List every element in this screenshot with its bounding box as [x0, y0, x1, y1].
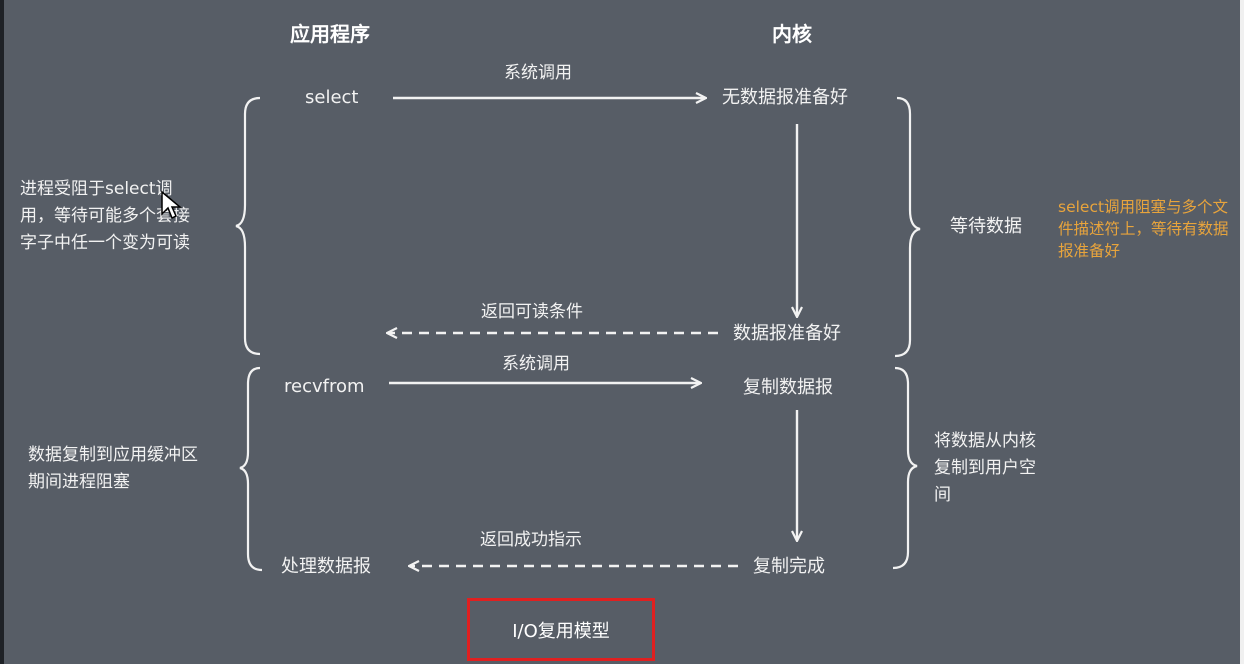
wait-data-note: 等待数据: [950, 216, 1022, 237]
process-datagram-label: 处理数据报: [281, 556, 371, 577]
left-edge: [0, 0, 4, 664]
model-title: I/O复用模型: [512, 620, 610, 642]
process-blocked-note: 进程受阻于select调用，等待可能多个套接字子中任一个变为可读: [20, 179, 190, 253]
mouse-cursor-icon: [161, 190, 182, 220]
syscall-label-2: 系统调用: [502, 354, 570, 374]
syscall-label-1: 系统调用: [504, 63, 572, 83]
copy-to-user-note: 将数据从内核复制到用户空间: [934, 431, 1036, 505]
recvfrom-label: recvfrom: [284, 376, 365, 397]
kernel-header: 内核: [772, 22, 812, 46]
copy-complete-label: 复制完成: [753, 556, 825, 577]
application-header: 应用程序: [290, 22, 370, 46]
left-brace-copy: [239, 366, 263, 572]
return-readable-label: 返回可读条件: [481, 302, 583, 322]
left-brace-wait: [235, 96, 261, 356]
return-success-label: 返回成功指示: [480, 530, 582, 550]
copy-datagram-label: 复制数据报: [743, 377, 833, 398]
datagram-ready-label: 数据报准备好: [733, 323, 841, 344]
right-brace-wait: [894, 96, 921, 358]
select-blocked-note: select调用阻塞与多个文件描述符上，等待有数据报准备好: [1058, 198, 1229, 260]
right-brace-copy: [892, 366, 918, 570]
copy-blocked-note: 数据复制到应用缓冲区期间进程阻塞: [28, 445, 198, 492]
no-datagram-ready-label: 无数据报准备好: [722, 87, 848, 108]
model-title-box: I/O复用模型: [467, 598, 655, 661]
select-label: select: [305, 87, 359, 108]
right-edge: [1240, 0, 1244, 664]
